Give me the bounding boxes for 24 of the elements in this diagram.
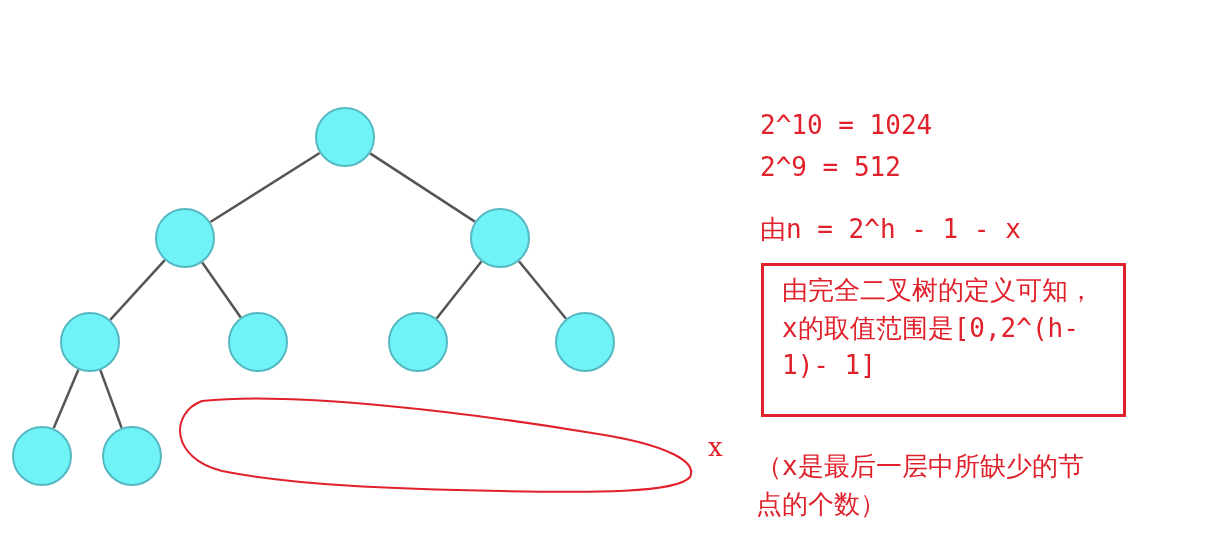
connector-line: [99, 369, 123, 429]
connector-line: [435, 260, 483, 320]
note-text: 由完全二叉树的定义可知，x的取值范围是[0,2^(h-1)- 1]: [782, 274, 1095, 383]
tree-node-circle: [470, 208, 530, 268]
connector-line: [109, 259, 166, 321]
note-box: [761, 263, 1126, 417]
note-text: （x是最后一层中所缺少的节点的个数）: [756, 450, 1085, 521]
connector-line: [369, 152, 476, 223]
tree-node-circle: [12, 426, 72, 486]
tree-node-circle: [555, 312, 615, 372]
formula-text: 由n = 2^h - 1 - x: [760, 213, 1021, 246]
tree-node-circle: [102, 426, 162, 486]
connector-line: [52, 369, 80, 429]
tree-node-circle: [60, 312, 120, 372]
tree-node-circle: [228, 312, 288, 372]
connector-line: [518, 260, 567, 320]
formula-text: 2^10 = 1024: [760, 110, 933, 140]
tree-node-circle: [155, 208, 215, 268]
variable-label: x: [708, 432, 723, 462]
connector-line: [201, 261, 242, 319]
tree-node-circle: [315, 107, 375, 167]
connector-line: [209, 151, 321, 224]
tree-node-circle: [388, 312, 448, 372]
formula-text: 2^9 = 512: [760, 152, 901, 182]
